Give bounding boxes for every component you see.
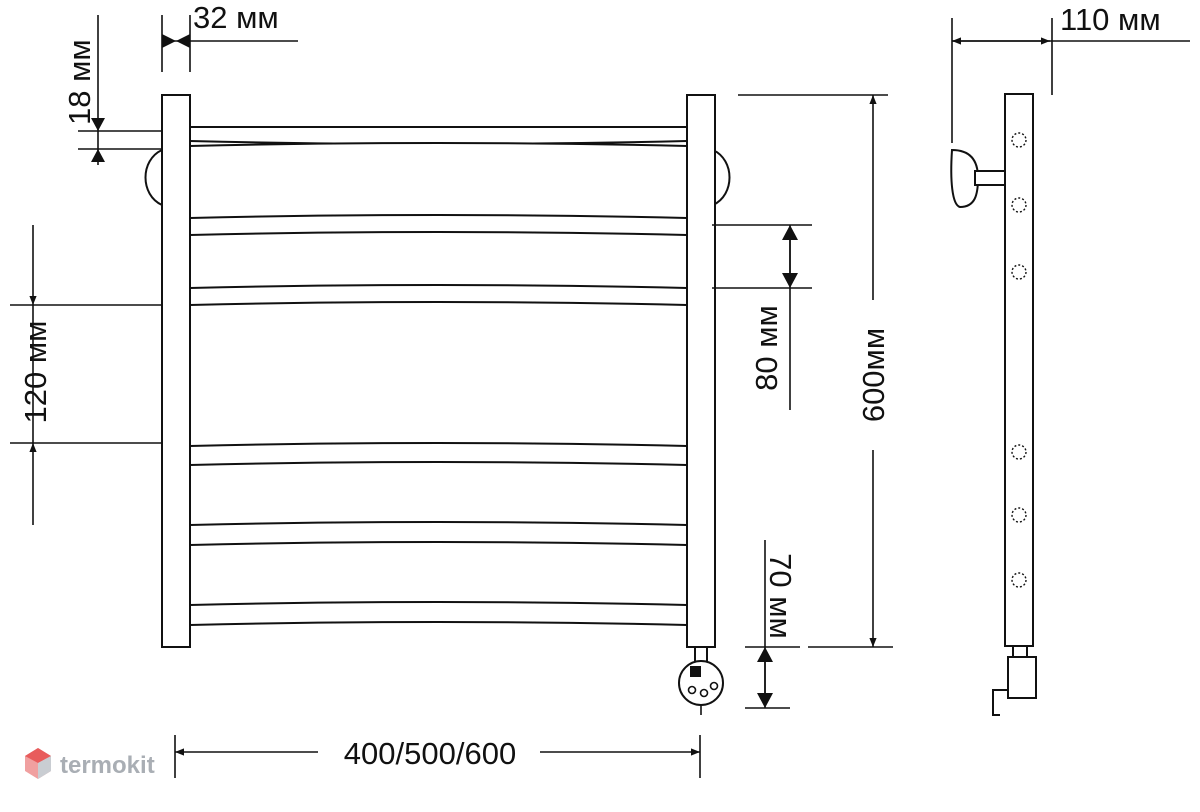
knob-dot xyxy=(699,688,709,698)
side-post xyxy=(1004,93,1034,647)
rung xyxy=(189,621,688,626)
thermostat-display xyxy=(690,666,701,677)
heater-neck xyxy=(694,646,708,663)
dim-height-label: 600мм xyxy=(856,328,891,422)
rung xyxy=(189,301,688,448)
dim-center-distance-label: 120 мм xyxy=(18,321,53,424)
side-thermostat xyxy=(1007,656,1037,699)
side-cable xyxy=(992,689,1008,716)
front-view xyxy=(144,94,731,715)
side-view xyxy=(950,93,1037,716)
rung xyxy=(189,126,688,145)
cube-icon xyxy=(25,748,51,779)
dim-rung-gap-label: 80 мм xyxy=(749,305,784,391)
left-post xyxy=(161,94,191,648)
dim-width-label: 400/500/600 xyxy=(344,736,516,771)
dim-top-offset-label: 18 мм xyxy=(62,39,97,125)
dim-depth-label: 110 мм xyxy=(1060,2,1161,37)
rung xyxy=(189,231,688,290)
dim-pipe-width-label: 32 мм xyxy=(193,0,279,35)
termokit-logo: termokit xyxy=(25,748,155,779)
rung xyxy=(189,142,688,220)
rung xyxy=(189,461,688,527)
side-bracket-arm xyxy=(974,170,1006,186)
dim-bottom-offset-label: 70 мм xyxy=(763,553,798,639)
logo-text: termokit xyxy=(60,752,155,779)
rung xyxy=(189,541,688,607)
knob-dot xyxy=(687,685,697,695)
dimension-lines xyxy=(10,15,1190,778)
side-wall-bracket xyxy=(950,148,980,209)
knob-dot xyxy=(709,681,719,691)
rung-holes xyxy=(1011,132,1027,588)
right-post xyxy=(686,94,716,648)
